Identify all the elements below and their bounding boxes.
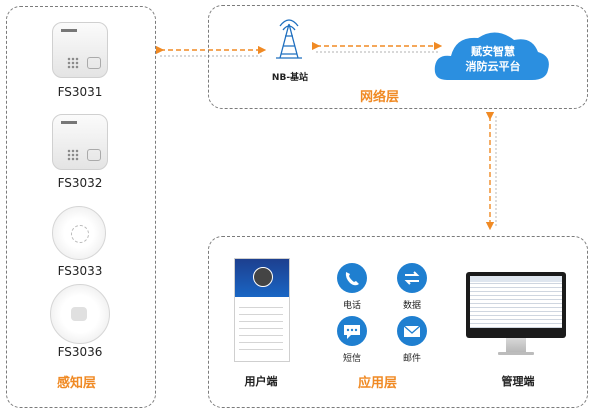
channel-label-mail: 邮件 xyxy=(402,354,421,364)
smoke-detector-fs3036-image xyxy=(50,284,110,344)
cloud-platform-label: 赋安智慧 消防云平台 xyxy=(450,44,536,74)
channel-label-phone: 电话 xyxy=(342,301,361,311)
perception-layer-panel xyxy=(6,6,156,408)
phone-icon xyxy=(337,263,367,293)
cloud-label-line2: 消防云平台 xyxy=(465,60,521,73)
channel-label-data: 数据 xyxy=(402,301,421,311)
user-phone-image xyxy=(234,258,290,362)
monitor-stand xyxy=(506,338,526,352)
cloud-label-line1: 赋安智慧 xyxy=(471,45,515,58)
smoke-detector-fs3031-image xyxy=(52,22,108,78)
sms-icon xyxy=(337,316,367,346)
smoke-detector-fs3032-image xyxy=(52,114,108,170)
admin-monitor-image xyxy=(466,272,566,338)
smoke-detector-fs3033-image xyxy=(52,206,106,260)
monitor-base xyxy=(498,352,534,355)
channel-label-sms: 短信 xyxy=(342,354,361,364)
mail-icon xyxy=(397,316,427,346)
network-layer-panel xyxy=(208,5,588,109)
device-label-fs3033: FS3033 xyxy=(57,264,103,278)
device-label-fs3036: FS3036 xyxy=(57,345,103,359)
nb-station-label: NB-基站 xyxy=(271,73,309,83)
user-end-label: 用户端 xyxy=(244,375,278,388)
application-layer-title: 应用层 xyxy=(358,376,398,391)
application-layer-panel xyxy=(208,236,588,408)
data-transfer-icon xyxy=(397,263,427,293)
device-label-fs3032: FS3032 xyxy=(57,176,103,190)
device-label-fs3031: FS3031 xyxy=(57,85,103,99)
perception-layer-title: 感知层 xyxy=(57,376,97,391)
admin-end-label: 管理端 xyxy=(501,375,535,388)
network-layer-title: 网络层 xyxy=(360,90,400,105)
